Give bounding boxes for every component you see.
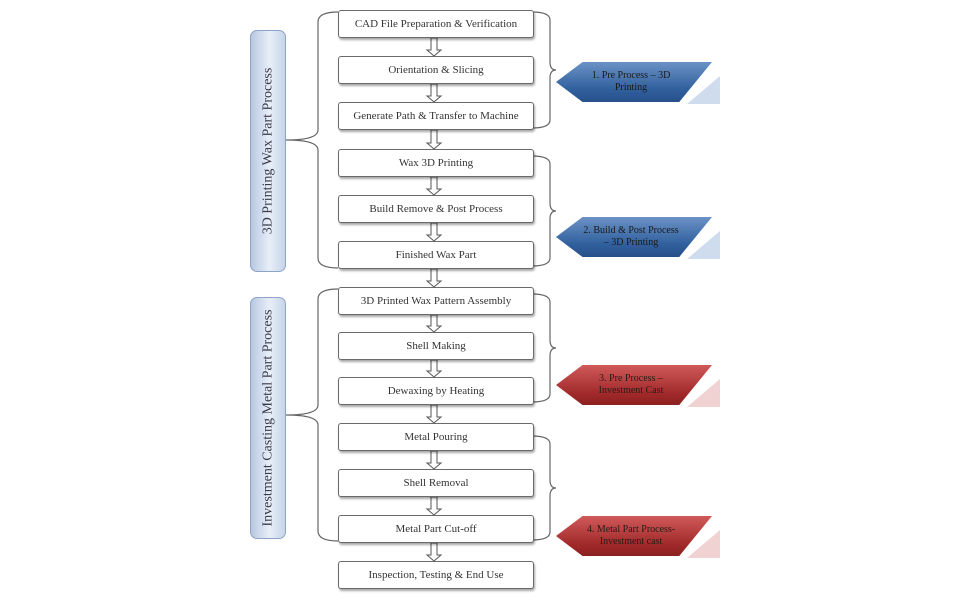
step-label: Wax 3D Printing: [398, 157, 474, 169]
phase-brace: [285, 11, 339, 269]
step-label: Generate Path & Transfer to Machine: [353, 110, 519, 122]
step-finished-wax-part: Finished Wax Part: [338, 241, 534, 269]
step-label: Shell Making: [406, 340, 466, 352]
stage-brace: [531, 293, 557, 403]
step-generate-path: Generate Path & Transfer to Machine: [338, 102, 534, 130]
step-label: Finished Wax Part: [395, 249, 477, 261]
flow-arrow: [425, 129, 443, 150]
step-label: Dewaxing by Heating: [387, 385, 485, 397]
step-label: Metal Part Cut-off: [395, 523, 477, 535]
step-label: Build Remove & Post Process: [369, 203, 503, 215]
step-shell-making: Shell Making: [338, 332, 534, 360]
step-metal-pouring: Metal Pouring: [338, 423, 534, 451]
phase-brace: [285, 288, 339, 542]
step-label: Shell Removal: [403, 477, 469, 489]
step-shell-removal: Shell Removal: [338, 469, 534, 497]
stage-brace: [531, 155, 557, 267]
stage-brace: [531, 11, 557, 129]
phase-label-investment-casting: Investment Casting Metal Part Process: [250, 297, 286, 539]
flow-arrow: [425, 176, 443, 196]
flow-arrow: [425, 268, 443, 288]
flow-arrow: [425, 450, 443, 470]
flow-arrow: [425, 496, 443, 516]
flow-arrow: [425, 314, 443, 333]
step-wax-pattern-assembly: 3D Printed Wax Pattern Assembly: [338, 287, 534, 315]
step-label: Inspection, Testing & End Use: [368, 569, 504, 581]
step-label: 3D Printed Wax Pattern Assembly: [360, 295, 512, 307]
flow-arrow: [425, 37, 443, 57]
step-wax-3d-printing: Wax 3D Printing: [338, 149, 534, 177]
phase-label-text: Investment Casting Metal Part Process: [260, 309, 275, 527]
phase-label-text: 3D Printing Wax Part Process: [260, 67, 276, 235]
step-metal-part-cutoff: Metal Part Cut-off: [338, 515, 534, 543]
flow-arrow: [425, 404, 443, 424]
flow-arrow: [425, 222, 443, 242]
flow-arrow: [425, 83, 443, 103]
stage-tag-label: 3. Pre Process – Investment Cast: [598, 373, 664, 396]
stage-tag-label: 4. Metal Part Process- Investment cast: [586, 524, 676, 547]
stage-brace: [531, 435, 557, 541]
stage-tag-2: 2. Build & Post Process – 3D Printing: [556, 217, 712, 257]
step-dewaxing: Dewaxing by Heating: [338, 377, 534, 405]
stage-tag-label: 2. Build & Post Process – 3D Printing: [583, 225, 679, 248]
step-cad-file-preparation: CAD File Preparation & Verification: [338, 10, 534, 38]
flow-arrow: [425, 542, 443, 562]
step-label: Metal Pouring: [404, 431, 468, 443]
step-label: Orientation & Slicing: [388, 64, 484, 76]
step-build-remove: Build Remove & Post Process: [338, 195, 534, 223]
step-orientation-slicing: Orientation & Slicing: [338, 56, 534, 84]
flow-arrow: [425, 359, 443, 378]
step-inspection-testing: Inspection, Testing & End Use: [338, 561, 534, 589]
phase-label-3d-printing: 3D Printing Wax Part Process: [250, 30, 286, 272]
stage-tag-label: 1. Pre Process – 3D Printing: [591, 70, 671, 93]
stage-tag-4: 4. Metal Part Process- Investment cast: [556, 516, 712, 556]
step-label: CAD File Preparation & Verification: [354, 18, 518, 30]
